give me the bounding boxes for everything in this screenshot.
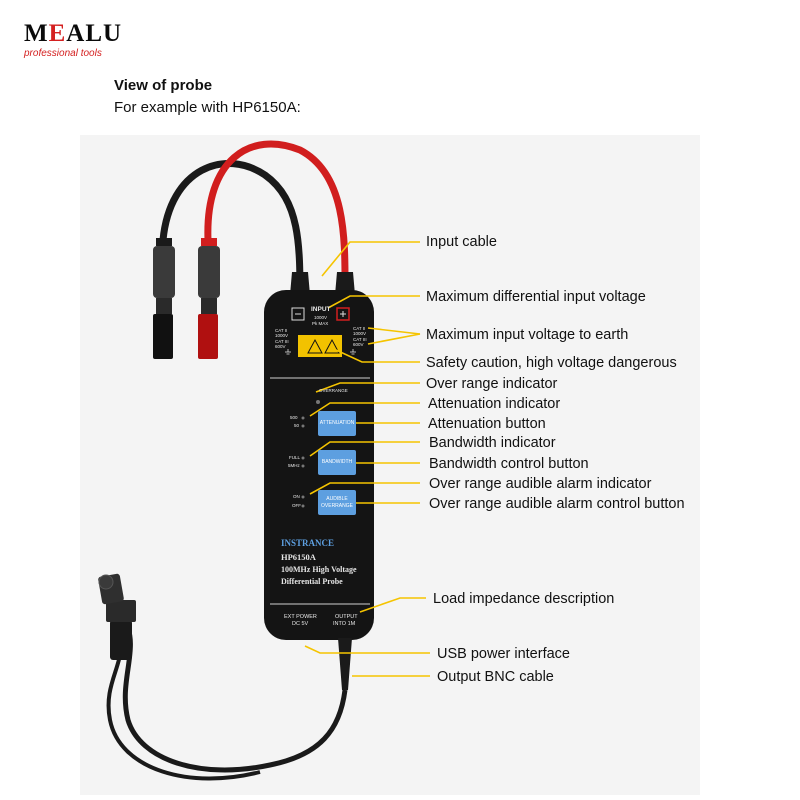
audible-overrange-button[interactable]: AUDIBLE OVERRANGE (318, 490, 356, 515)
att-50-led (301, 424, 305, 428)
ground-icon-right (350, 349, 356, 355)
red-input-cable (204, 140, 349, 299)
callout-input-cable: Input cable (426, 234, 497, 250)
callout-output-bnc: Output BNC cable (437, 669, 554, 685)
alarm-button-line2: OVERRANGE (321, 502, 353, 509)
panel-cat-right-3: CAT III (353, 337, 367, 342)
strain-relief-bottom (338, 638, 352, 690)
input-socket-negative (291, 307, 305, 321)
leader-safety (335, 349, 420, 363)
leader-lines (304, 241, 430, 677)
panel-input-rating: 1000V (314, 315, 328, 320)
photo-background (80, 135, 700, 795)
bw-5mhz-led (301, 464, 305, 468)
leader-overrange (315, 382, 420, 393)
page-title: View of probe (114, 77, 213, 94)
callout-max-diff-voltage: Maximum differential input voltage (426, 289, 646, 305)
panel-alarm-off: OFF (292, 503, 301, 508)
logo-brand: MEALU (24, 20, 123, 47)
leader-att-indicator (309, 402, 420, 417)
leader-earth-lower (367, 333, 421, 345)
panel-input-rating2: Pk MAX (312, 321, 329, 326)
leader-alarm-indicator (309, 482, 420, 495)
panel-input-label: INPUT (311, 306, 331, 313)
callout-attenuation-indicator: Attenuation indicator (428, 396, 561, 412)
panel-brand: INSTRANCE (281, 538, 335, 548)
panel-overrange-label: OVERRANGE (319, 388, 348, 393)
logo-tagline: professional tools (24, 48, 102, 59)
callout-bandwidth-button: Bandwidth control button (429, 456, 589, 472)
leader-input-cable (321, 241, 420, 277)
panel-model: HP6150A (281, 552, 316, 562)
panel-desc-2: Differential Probe (281, 577, 343, 586)
attenuation-button[interactable]: ATTENUATION (318, 411, 356, 436)
warning-triangle-icon (307, 338, 323, 354)
callout-attenuation-button: Attenuation button (428, 416, 546, 432)
panel-att-500: 500 (290, 415, 298, 420)
panel-output-1: OUTPUT (335, 614, 358, 620)
panel-cat-left-4: 600V (275, 344, 286, 349)
logo-brand-e: E (48, 20, 67, 47)
panel-cat-left-2: 1000V (275, 333, 289, 338)
panel-cat-right-1: CAT II (353, 326, 366, 331)
leader-earth-upper (367, 327, 421, 335)
red-probe-tip (198, 238, 220, 359)
logo-brand-suffix: ALU (66, 20, 123, 47)
strain-relief-left (290, 272, 310, 295)
panel-ext-power-2: DC 5V (292, 621, 309, 627)
alarm-button-line1: AUDIBLE (326, 495, 348, 502)
leader-usb-power (304, 645, 430, 654)
input-socket-positive (336, 307, 350, 321)
output-bnc-cable (122, 618, 348, 773)
panel-output-2: INTO 1M (333, 621, 356, 627)
panel-desc-1: 100MHz High Voltage (281, 565, 357, 574)
mealu-logo: MEALU professional tools (24, 20, 123, 59)
logo-brand-prefix: M (24, 20, 49, 47)
panel-cat-right-4: 600V (353, 342, 364, 347)
panel-cat-left-1: CAT II (275, 328, 288, 333)
callout-alarm-button: Over range audible alarm control button (429, 496, 685, 512)
callout-alarm-indicator: Over range audible alarm indicator (429, 476, 652, 492)
panel-cat-right-2: 1000V (353, 331, 367, 336)
callout-load-impedance: Load impedance description (433, 591, 615, 607)
panel-alarm-on: ON (293, 494, 300, 499)
leader-load-impedance (359, 597, 426, 613)
bandwidth-button[interactable]: BANDWIDTH (318, 450, 356, 475)
page-subtitle: For example with HP6150A: (114, 99, 301, 116)
strain-relief-right (335, 272, 355, 295)
leader-max-diff-voltage (327, 295, 420, 309)
black-input-cable (159, 159, 304, 301)
callout-usb-power: USB power interface (437, 646, 570, 662)
panel-ext-power-1: EXT POWER (284, 614, 317, 620)
callout-over-range-indicator: Over range indicator (426, 376, 558, 392)
alarm-off-led (301, 504, 305, 508)
callout-bandwidth-indicator: Bandwidth indicator (429, 435, 556, 451)
callout-max-voltage-earth: Maximum input voltage to earth (426, 327, 629, 343)
leader-bw-indicator (309, 441, 420, 457)
callout-safety-caution: Safety caution, high voltage dangerous (426, 355, 677, 371)
ground-icon-left (285, 349, 291, 355)
att-500-led (301, 416, 305, 420)
bnc-connector (98, 573, 136, 660)
bw-full-led (301, 456, 305, 460)
black-probe-tip (153, 238, 175, 359)
panel-att-50: 50 (294, 423, 300, 428)
warning-triangle-icon-2 (324, 338, 340, 354)
panel-cat-left-3: CAT III (275, 339, 289, 344)
overrange-led (316, 400, 320, 404)
alarm-on-led (301, 495, 305, 499)
panel-bw-5mhz: 5MHz (288, 463, 300, 468)
panel-bw-full: FULL (289, 455, 301, 460)
